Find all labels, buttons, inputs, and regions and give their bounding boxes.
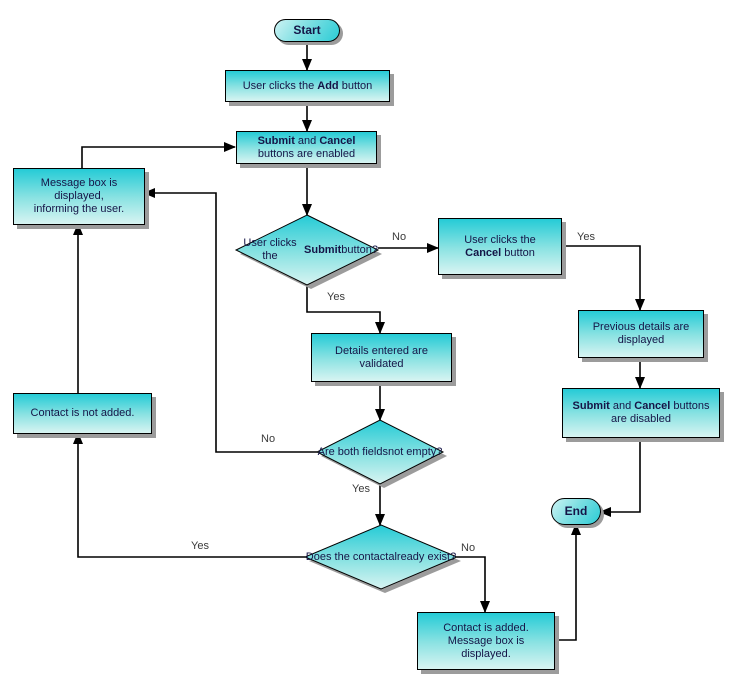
edge-label-submit-no: No [392,231,407,243]
edge-disabled-to-end [599,436,641,517]
edge-cancel-yes-to-previous [560,245,645,311]
edge-exists-yes-to-notadded [73,432,305,558]
edge-label-exists-no: No [461,542,476,554]
flow-node-end: End [551,498,601,525]
edge-label-fields-no: No [261,433,276,445]
edge-message-to-enabled [81,142,236,168]
edge-label-cancel-yes: Yes [577,231,595,243]
node-label: User clicks the Add button [242,79,373,92]
start-label: Start [293,23,321,37]
flow-node-user-clicks-add: User clicks the Add button [225,70,390,102]
edge-exists-no-to-added [457,556,490,613]
edge-label-submit-yes: Yes [327,291,345,303]
edge-added-to-end [553,523,581,641]
edge-fields-no-to-message [143,188,317,453]
diamond-shape [303,524,461,593]
diamond-shape [234,214,382,289]
flow-node-contact-not-added: Contact is not added. [13,393,152,434]
diamond-shape [315,419,447,488]
edge-label-exists-yes: Yes [191,540,209,552]
end-label: End [564,504,588,518]
edge-submit-yes-to-validated [306,285,385,334]
node-label: Contact is not added. [30,407,135,419]
flow-node-start: Start [274,19,340,42]
edge-label-fields-yes: Yes [352,483,370,495]
